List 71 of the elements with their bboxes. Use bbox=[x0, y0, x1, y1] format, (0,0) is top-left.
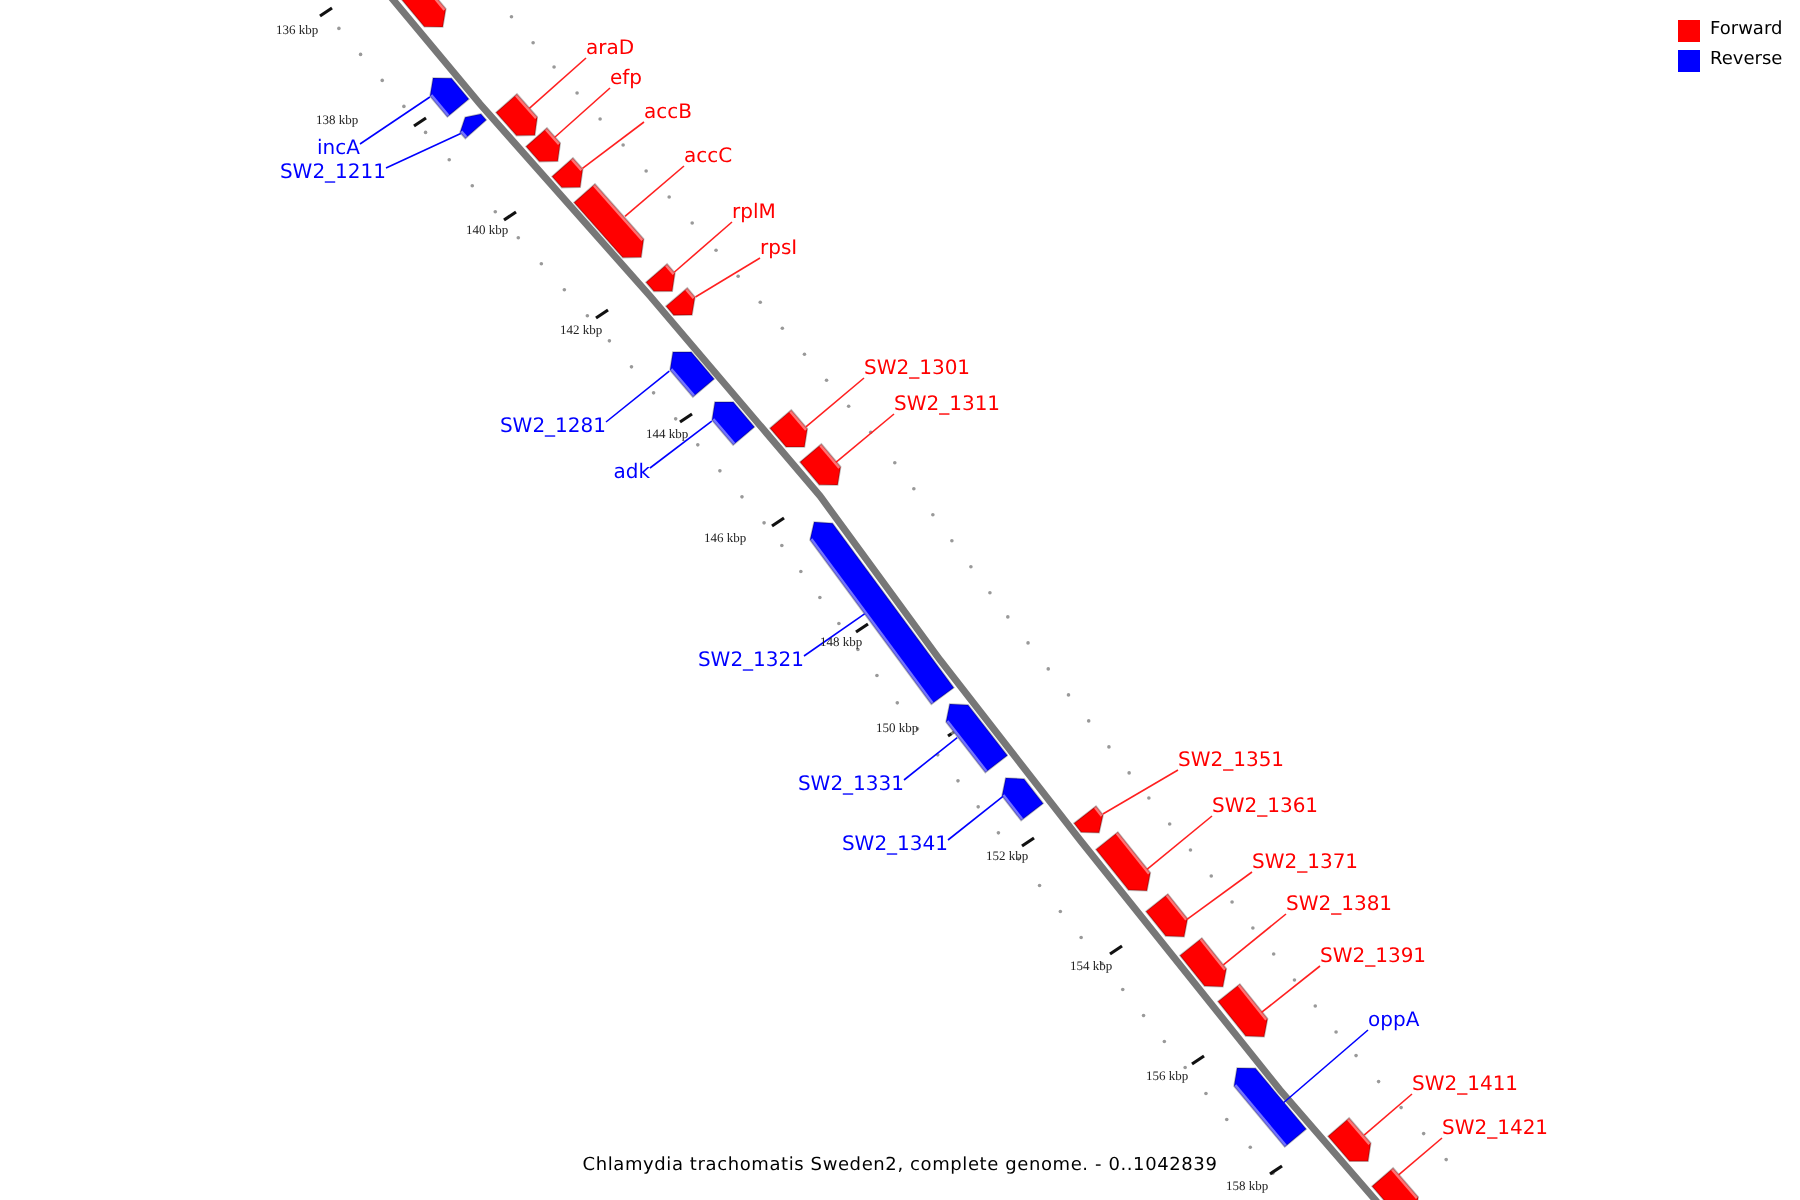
leader-line bbox=[605, 370, 671, 423]
gene-label: incA bbox=[317, 138, 360, 162]
leader-line bbox=[1260, 965, 1321, 1014]
gene-block bbox=[493, 91, 539, 137]
leader-line bbox=[385, 132, 462, 169]
gene-label: rpsI bbox=[760, 238, 798, 262]
gene-block bbox=[709, 400, 757, 448]
leader-line bbox=[835, 413, 895, 464]
gene-block bbox=[427, 76, 471, 120]
leader-line bbox=[1102, 769, 1179, 815]
gene-label: SW2_1281 bbox=[499, 416, 606, 440]
gene-block bbox=[549, 155, 585, 189]
leader-line bbox=[581, 121, 645, 170]
leader-line bbox=[694, 257, 761, 298]
leader-line bbox=[554, 87, 611, 138]
gene-label: SW2_1391 bbox=[1320, 946, 1427, 970]
gene-block bbox=[664, 285, 698, 318]
gene-label: rplM bbox=[732, 202, 776, 226]
gene-label: SW2_1421 bbox=[1442, 1118, 1549, 1142]
gene-block bbox=[1093, 830, 1153, 894]
legend-label: Reverse bbox=[1710, 48, 1783, 72]
gene-label: accC bbox=[684, 146, 733, 170]
leader-line bbox=[803, 613, 866, 657]
gene-label: SW2_1311 bbox=[894, 394, 1001, 418]
gene-label: SW2_1341 bbox=[841, 834, 948, 858]
gene-block bbox=[458, 112, 489, 142]
caption: Chlamydia trachomatis Sweden2, complete genome. - 0..1042839 bbox=[582, 1156, 1218, 1176]
gene-block bbox=[1178, 936, 1229, 990]
gene-label: SW2_1411 bbox=[1412, 1074, 1519, 1098]
gene-label: accB bbox=[644, 102, 692, 126]
gene-block bbox=[808, 519, 956, 707]
leader-line bbox=[1397, 1137, 1443, 1176]
gene-label: SW2_1211 bbox=[279, 162, 386, 186]
leader-line bbox=[359, 96, 431, 145]
gene-block bbox=[667, 350, 716, 400]
gene-label: SW2_1361 bbox=[1212, 796, 1319, 820]
gene-label: SW2_1321 bbox=[697, 650, 804, 674]
gene-label: SW2_1351 bbox=[1178, 750, 1285, 774]
gene-label: adk bbox=[613, 462, 650, 486]
legend-label: Forward bbox=[1710, 18, 1783, 42]
leader-line bbox=[1363, 1093, 1413, 1136]
gene-block bbox=[943, 702, 1009, 775]
gene-label: SW2_1331 bbox=[797, 774, 904, 798]
leader-line bbox=[528, 57, 587, 110]
gene-block bbox=[768, 407, 810, 450]
gene-block bbox=[1143, 892, 1190, 940]
gene-block bbox=[572, 181, 647, 259]
gene-block bbox=[1000, 776, 1047, 823]
gene-block bbox=[1215, 982, 1270, 1040]
leader-line bbox=[1222, 913, 1287, 966]
gene-block bbox=[1071, 803, 1105, 834]
leader-line bbox=[1146, 815, 1213, 871]
leader-line bbox=[649, 420, 713, 469]
gene-block bbox=[797, 442, 842, 488]
leader-line bbox=[947, 795, 1004, 841]
leader-line bbox=[1282, 1029, 1369, 1104]
gene-label: SW2_1381 bbox=[1286, 894, 1393, 918]
leader-line bbox=[903, 736, 958, 781]
leader-line bbox=[1186, 871, 1253, 921]
gene-block bbox=[643, 261, 677, 294]
gene-block bbox=[523, 125, 562, 163]
gene-block bbox=[1232, 1066, 1309, 1150]
gene-label: SW2_1371 bbox=[1252, 852, 1359, 876]
leader-line bbox=[624, 165, 685, 218]
gene-label: SW2_1301 bbox=[864, 358, 971, 382]
leader-line bbox=[673, 221, 733, 274]
gene-label: araD bbox=[586, 38, 635, 62]
gene-block bbox=[1325, 1115, 1373, 1163]
gene-label: efp bbox=[610, 68, 643, 92]
gene-label: oppA bbox=[1368, 1010, 1420, 1034]
leader-line bbox=[805, 377, 865, 428]
